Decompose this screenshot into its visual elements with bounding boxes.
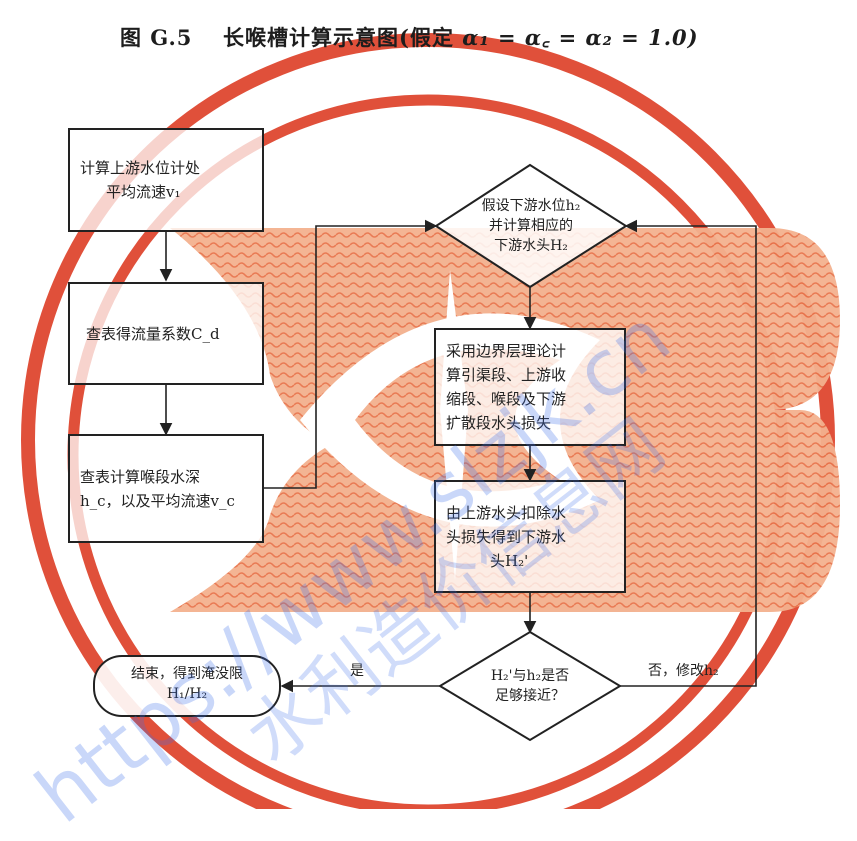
node-line: 下游水头H₂	[494, 238, 568, 254]
node-line: 由上游水头扣除水	[446, 503, 567, 522]
node-line: 头损失得到下游水	[446, 527, 567, 546]
node-boundary-layer: 采用边界层理论计 算引渠段、上游收 缩段、喉段及下游 扩散段水头损失	[434, 328, 626, 446]
edge-label-no: 否，修改h₂	[648, 663, 719, 679]
node-lookup-coefficient: 查表得流量系数C_d	[68, 282, 264, 385]
node-line: 平均流速v₁	[106, 183, 181, 201]
node-line: 并计算相应的	[489, 218, 573, 234]
end-terminator-shape	[93, 655, 281, 717]
node-compute-head: 由上游水头扣除水 头损失得到下游水 头H₂'	[434, 480, 626, 593]
title-formula: α₁ = α꜀ = α₂ = 1.0)	[462, 25, 699, 50]
node-line: 算引渠段、上游收	[446, 366, 567, 384]
node-line: H₂'与h₂是否	[490, 668, 570, 684]
node-line: 缩段、喉段及下游	[446, 390, 567, 408]
node-line: h_c，以及平均流速v_c	[80, 491, 235, 510]
node-line: 足够接近？	[495, 688, 565, 704]
decision-compare-shape	[438, 630, 622, 742]
node-line: 查表得流量系数C_d	[86, 324, 220, 343]
decision-assume-shape	[434, 163, 628, 289]
title-main: 长喉槽计算示意图(假定	[223, 25, 454, 50]
node-line: 查表计算喉段水深	[80, 467, 201, 486]
node-line: 计算上游水位计处	[80, 159, 201, 177]
edge-label-yes: 是	[350, 663, 364, 679]
node-line: 结束，得到淹没限	[131, 666, 243, 682]
figure-title: 图 G.5 长喉槽计算示意图(假定 α₁ = α꜀ = α₂ = 1.0)	[120, 18, 740, 58]
node-assume-downstream: 假设下游水位h₂ 并计算相应的 下游水头H₂	[456, 196, 606, 256]
node-line: H₁/H₂	[166, 686, 208, 702]
node-end: 结束，得到淹没限 H₁/H₂	[100, 664, 274, 704]
flowchart-figure: 图 G.5 长喉槽计算示意图(假定 α₁ = α꜀ = α₂ = 1.0)	[20, 18, 840, 841]
title-prefix: 图 G.5	[120, 25, 193, 50]
node-line: 假设下游水位h₂	[481, 198, 581, 214]
node-line: 采用边界层理论计	[446, 342, 567, 360]
edge-depth-to-assume	[264, 219, 438, 489]
node-calc-velocity: 计算上游水位计处 平均流速v₁	[68, 128, 264, 232]
edge-compare-no	[620, 219, 757, 687]
node-line: 头H₂'	[490, 551, 529, 570]
flow-lines	[93, 163, 757, 742]
node-line: 扩散段水头损失	[446, 414, 552, 432]
node-compare: H₂'与h₂是否 足够接近？	[455, 666, 605, 706]
node-lookup-depth: 查表计算喉段水深 h_c，以及平均流速v_c	[68, 434, 264, 543]
